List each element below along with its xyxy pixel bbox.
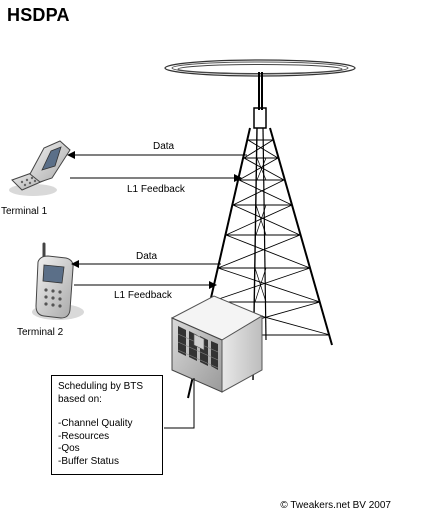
feedback-label-terminal-2: L1 Feedback: [114, 290, 173, 301]
note-item-channel-quality: -Channel Quality: [58, 418, 133, 429]
note-item-qos: -Qos: [58, 443, 80, 454]
bts-cabinet-icon: [170, 295, 264, 393]
note-heading-line-2: based on:: [58, 393, 102, 405]
data-label-terminal-1: Data: [153, 141, 175, 152]
note-item-resources: -Resources: [58, 430, 110, 442]
diagram-title: HSDPA: [7, 5, 70, 25]
terminal-1-label: Terminal 1: [1, 206, 48, 217]
antenna-icon: [164, 59, 356, 129]
terminal-1-phone-icon: [9, 140, 71, 196]
data-label-terminal-2: Data: [136, 251, 158, 262]
copyright-text: © Tweakers.net BV 2007: [280, 500, 391, 511]
scheduling-note: Scheduling by BTS based on: -Channel Qua…: [51, 375, 163, 475]
note-criteria-list: -Channel Quality -Resources -Qos -Buffer…: [58, 418, 156, 468]
note-item-buffer-status: -Buffer Status: [58, 455, 119, 467]
note-connector-line: [164, 378, 195, 429]
terminal-2-phone-icon: [32, 242, 84, 320]
feedback-label-terminal-1: L1 Feedback: [127, 184, 186, 195]
terminal-2-label: Terminal 2: [17, 327, 64, 338]
note-heading-line-1: Scheduling by BTS: [58, 381, 144, 392]
